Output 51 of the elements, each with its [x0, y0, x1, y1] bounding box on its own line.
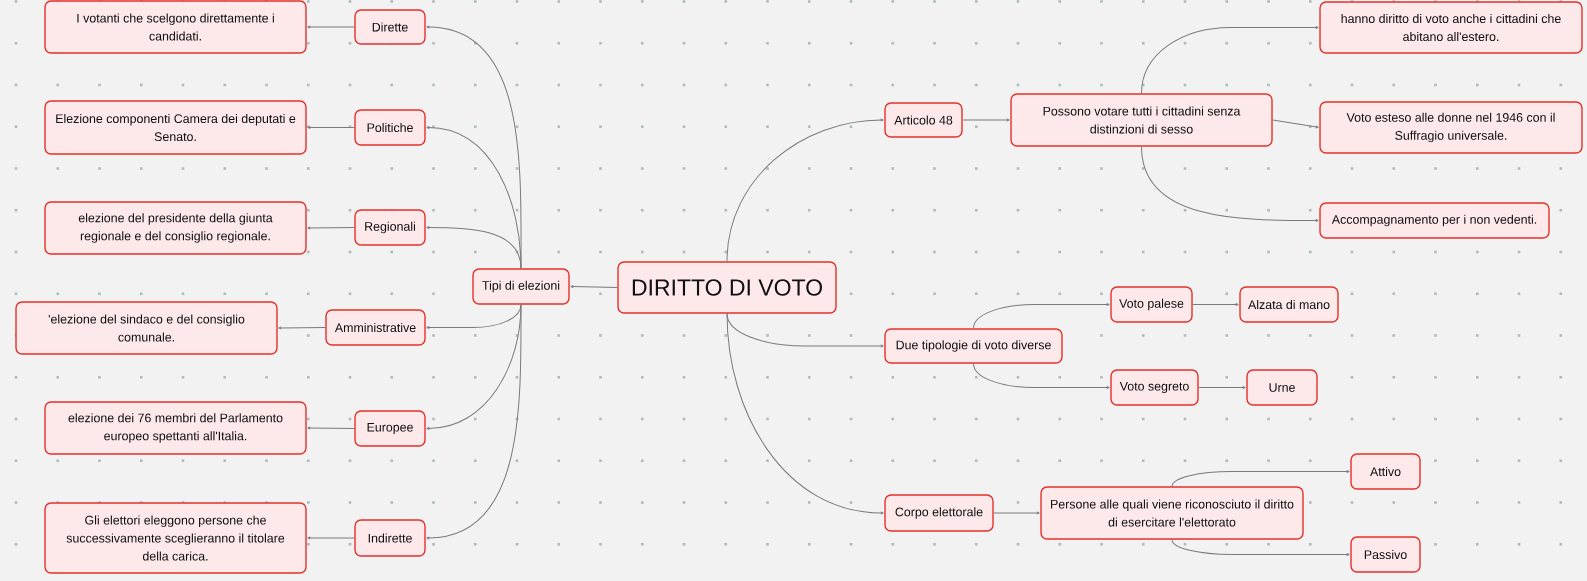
connector-arrow	[426, 304, 522, 540]
connector-arrow	[1192, 303, 1239, 306]
connector-arrow	[1171, 539, 1350, 556]
connector-arrow	[1272, 119, 1319, 129]
connector-arrow	[307, 426, 355, 430]
connector-arrow	[726, 118, 884, 262]
topic-box: Dirette	[354, 9, 426, 45]
topic-box: Voto esteso alle donne nel 1946 con il Suffragio universale.	[1319, 101, 1583, 154]
connector-arrow	[426, 126, 522, 269]
connector-arrow	[1141, 146, 1319, 222]
topic-box: Corpo elettorale	[884, 494, 994, 532]
topic-box: Voto palese	[1110, 286, 1193, 323]
topic-box: Amministrative	[325, 309, 426, 346]
connector-arrow	[570, 285, 618, 289]
topic-box: Elezione componenti Camera dei deputati e Senato.	[44, 100, 307, 155]
connector-arrow	[962, 118, 1010, 122]
topic-box: Attivo	[1350, 453, 1421, 490]
main-topic-box: DIRITTO DI VOTO	[617, 261, 837, 314]
topic-box: Gli elettori eleggono persone che successivamente sceglieranno il titolare della carica.	[44, 502, 307, 574]
topic-box: elezione del presidente della giunta regionale e del consiglio regionale.	[44, 201, 307, 255]
topic-box: Possono votare tutti i cittadini senza distinzioni di sesso	[1010, 93, 1273, 147]
topic-box: Voto segreto	[1110, 369, 1199, 406]
connector-arrow	[278, 326, 326, 330]
connector-arrow	[993, 511, 1040, 515]
topic-box: Indirette	[354, 519, 426, 557]
topic-box: Persone alle quali viene riconosciuto il diritto di esercitare l'elettorato	[1040, 486, 1304, 540]
connector-arrow	[1141, 26, 1319, 94]
topic-box: Accompagnamento per i non vedenti.	[1319, 202, 1550, 239]
connector-arrow	[307, 25, 355, 29]
topic-box: elezione dei 76 membri del Parlamento europeo spettanti all'Italia.	[44, 401, 307, 455]
topic-box: Articolo 48	[884, 102, 963, 138]
topic-box: Alzata di mano	[1239, 286, 1339, 323]
topic-box: hanno diritto di voto anche i cittadini che abitano all'estero.	[1319, 1, 1583, 54]
connector-arrow	[307, 536, 355, 540]
connector-arrow	[1171, 470, 1350, 487]
connector-arrow	[307, 226, 355, 230]
topic-box: Passivo	[1350, 536, 1421, 573]
connector-arrow	[726, 313, 884, 515]
topic-box: I votanti che scelgono direttamente i candidati.	[44, 0, 307, 54]
topic-box: Europee	[354, 410, 426, 447]
connector-arrow	[1198, 386, 1246, 389]
topic-box: Urne	[1246, 369, 1318, 406]
topic-box: Politiche	[354, 109, 426, 146]
topic-box: Due tipologie di voto diverse	[884, 328, 1063, 364]
topic-box: Regionali	[354, 209, 426, 246]
connector-arrow	[973, 363, 1110, 389]
connector-arrow	[307, 126, 355, 129]
topic-box: 'elezione del sindaco e del consiglio comunale.	[15, 301, 278, 355]
connector-arrow	[973, 303, 1110, 329]
connector-arrow	[426, 226, 522, 269]
topic-box: Tipi di elezioni	[472, 268, 570, 305]
